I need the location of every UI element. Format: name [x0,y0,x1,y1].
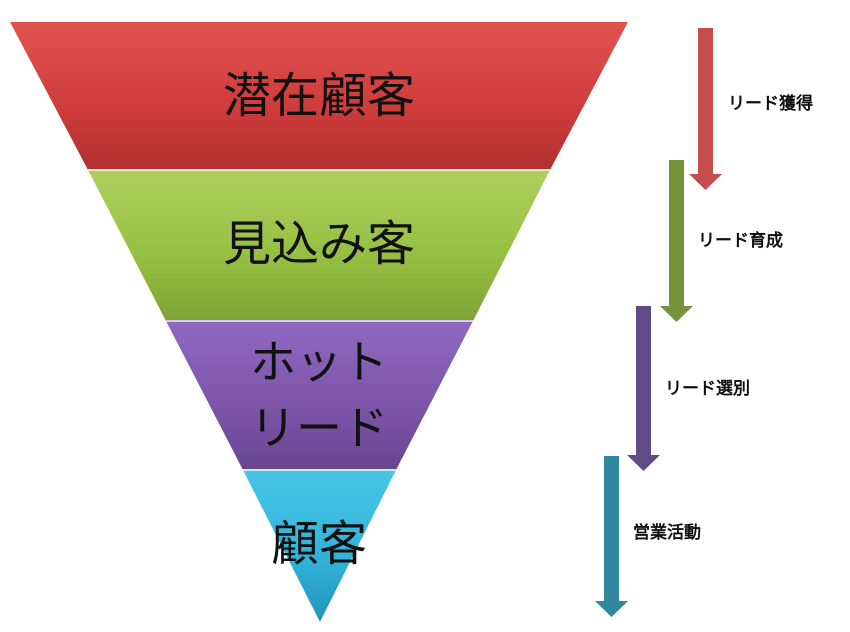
stage-label-hot-leads-line2: リード [250,401,388,455]
funnel-band-customers [243,470,396,622]
step-label-lead-acquisition: リード獲得 [728,93,813,114]
step-arrow-lead-acquisition [689,28,722,190]
stage-label-customers: 顧客 [271,516,367,572]
stage-label-prospects: 潜在顧客 [223,68,415,124]
step-label-lead-nurturing: リード育成 [698,230,783,251]
stage-label-leads: 見込み客 [223,216,415,272]
stage-label-hot-leads-line1: ホット [250,335,388,389]
step-label-sales-activity: 営業活動 [633,522,701,543]
funnel-band-prospects [10,22,628,170]
step-arrow-lead-nurturing [660,160,693,322]
funnel-band-hot-leads [166,321,473,470]
funnel-band-leads [88,170,550,321]
step-arrow-lead-qualification [627,306,660,471]
step-label-lead-qualification: リード選別 [665,379,750,399]
step-arrow-sales-activity [595,456,628,617]
